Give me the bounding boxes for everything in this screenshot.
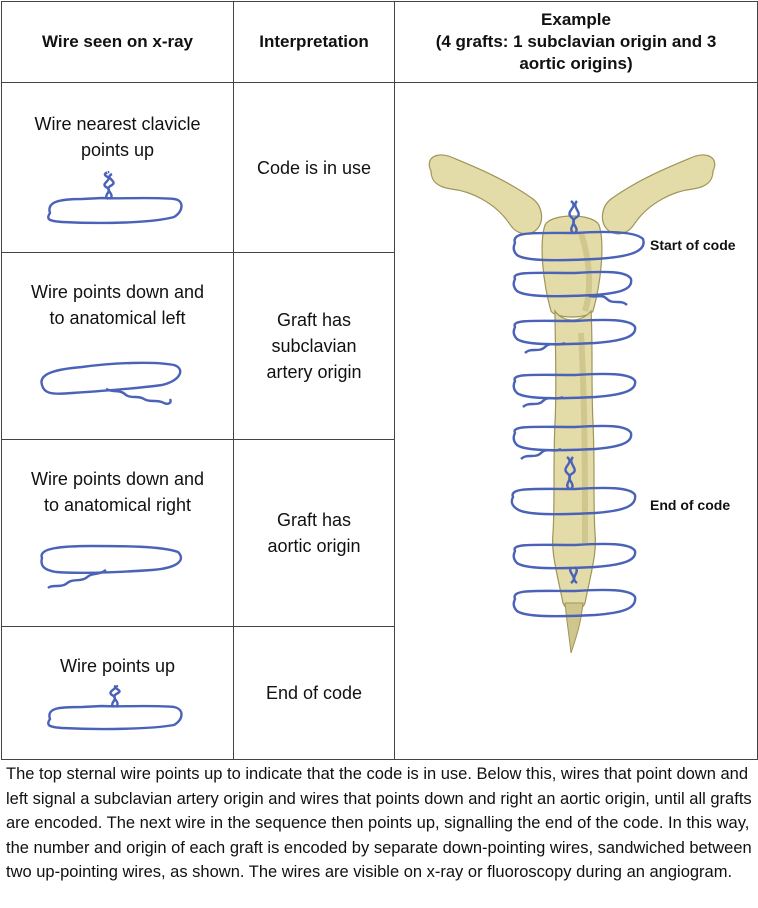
table-row: Wire points down and to anatomical right… — [1, 439, 758, 627]
interpretation-line: subclavian — [271, 336, 357, 356]
example-cell: Start of code End of code — [394, 82, 758, 760]
wire-cell: Wire points down and to anatomical left — [1, 252, 234, 440]
wire-description-line: Wire points down and — [30, 282, 205, 302]
wire-cell: Wire points up — [1, 626, 234, 760]
header-wire-seen: Wire seen on x-ray — [1, 1, 234, 83]
interpretation-line: aortic origin — [267, 536, 361, 556]
interpretation-line: Graft has — [276, 510, 352, 530]
header-example: Example (4 grafts: 1 subclavian origin a… — [394, 1, 758, 83]
sternum-with-wires-icon — [428, 154, 716, 654]
interpretation-line: Code is in use — [256, 157, 372, 178]
sternal-wire-code-table: Wire seen on x-ray Interpretation Exampl… — [1, 1, 758, 760]
start-of-code-label: Start of code — [650, 237, 736, 253]
wire-description-line: to anatomical right — [43, 495, 192, 515]
wire-points-up-icon — [47, 171, 183, 225]
wire-down-left-icon — [40, 361, 182, 405]
wire-description: Wire points down and to anatomical right — [2, 466, 233, 518]
figure-caption: The top sternal wire points up to indica… — [6, 765, 752, 881]
wire-description-line: points up — [80, 140, 155, 160]
interpretation-line: artery origin — [266, 362, 362, 382]
end-of-code-label: End of code — [650, 497, 731, 513]
wire-description: Wire points up — [2, 653, 233, 679]
header-example-line1: Example — [541, 10, 611, 29]
wire-description: Wire points down and to anatomical left — [2, 279, 233, 331]
wire-description-line: to anatomical left — [49, 308, 186, 328]
interpretation-cell: Code is in use — [233, 82, 395, 253]
interpretation-cell: End of code — [233, 626, 395, 760]
table-header-row: Wire seen on x-ray Interpretation Exampl… — [1, 1, 758, 83]
interpretation-line: End of code — [265, 683, 363, 703]
header-example-line3: aortic origins) — [519, 54, 633, 73]
wire-down-right-icon — [40, 544, 183, 589]
interpretation-cell: Graft has aortic origin — [233, 439, 395, 627]
table-row: Wire points down and to anatomical left … — [1, 252, 758, 440]
wire-description-line: Wire nearest clavicle — [34, 114, 201, 134]
wire-description-line: Wire points up — [59, 656, 176, 676]
table-row: Wire points up End of code — [1, 626, 758, 760]
wire-cell: Wire points down and to anatomical right — [1, 439, 234, 627]
table-row: Wire nearest clavicle points up Code is … — [1, 82, 758, 760]
wire-points-up-icon — [47, 685, 183, 731]
header-interpretation: Interpretation — [233, 1, 395, 83]
interpretation-line: Graft has — [276, 310, 352, 330]
header-example-line2: (4 grafts: 1 subclavian origin and 3 — [435, 32, 717, 51]
interpretation-cell: Graft has subclavian artery origin — [233, 252, 395, 440]
wire-description: Wire nearest clavicle points up — [2, 111, 233, 163]
wire-cell: Wire nearest clavicle points up — [1, 82, 234, 253]
wire-description-line: Wire points down and — [30, 469, 205, 489]
